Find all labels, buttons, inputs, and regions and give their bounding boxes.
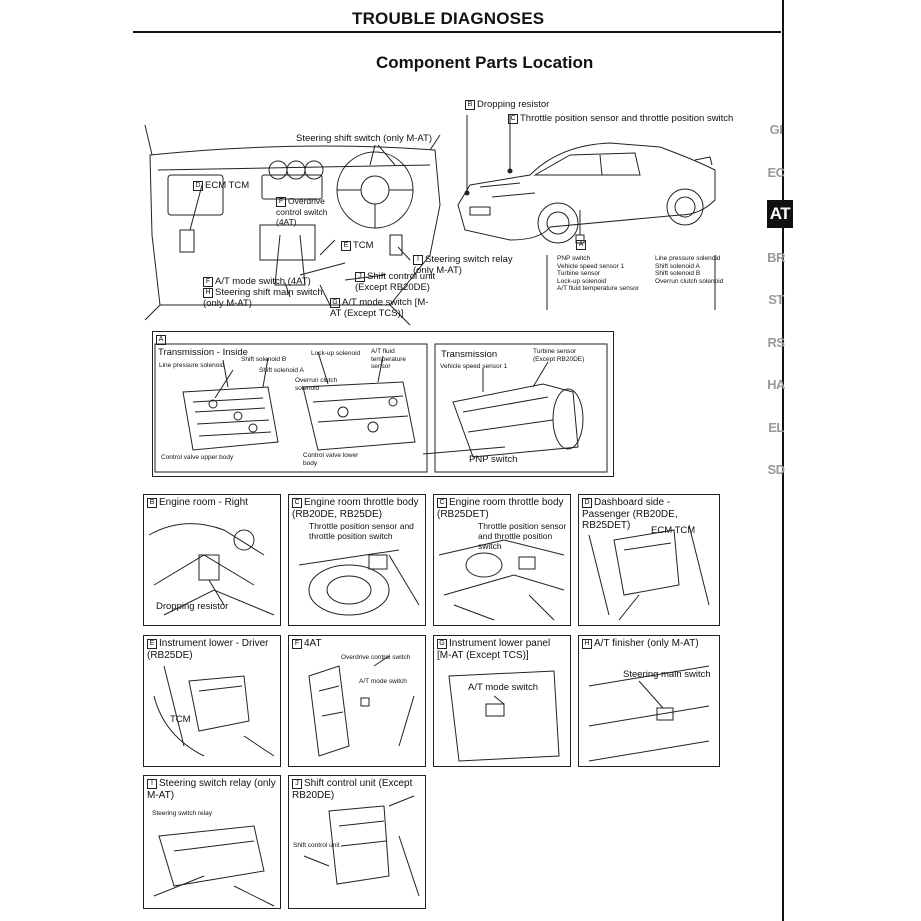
panel-c2-tps-label: Throttle position sensor and throttle po…: [478, 521, 567, 551]
transmission-inside-title: Transmission - Inside: [158, 347, 248, 358]
at-fluid-temp-sensor-label: A/T fluid temperature sensor: [371, 348, 407, 370]
control-valve-lower-label: Control valve lower body: [303, 452, 359, 467]
tab-rs[interactable]: RS: [767, 335, 785, 350]
panel-i-relay-label: Steering switch relay: [152, 810, 212, 817]
car-illustration: [457, 115, 716, 244]
header-rule: [133, 31, 781, 33]
shift-solenoid-a-label: Shift solenoid A: [259, 367, 304, 374]
shift-solenoid-b-label: Shift solenoid B: [241, 356, 287, 363]
panel-d-ecm-tcm: ECM TCM: [651, 525, 696, 536]
tab-br[interactable]: BR: [767, 250, 785, 265]
tab-sd[interactable]: SD: [767, 462, 785, 477]
panel-e-tcm: TCM: [170, 714, 191, 725]
pnp-switch-label: PNP switch: [469, 454, 518, 465]
lockup-solenoid-label: Lock-up solenoid: [311, 350, 361, 357]
panel-c1-tps-label: Throttle position sensor and throttle po…: [309, 521, 414, 541]
overview-letter-a: A: [576, 239, 588, 250]
tab-ec[interactable]: EC: [767, 165, 785, 180]
tab-gi[interactable]: GI: [769, 122, 783, 137]
overrun-clutch-solenoid-label: Overrun clutch solenoid: [295, 377, 338, 392]
dashboard-outline: [149, 145, 441, 306]
overview-illustration: [144, 115, 716, 326]
panel-h-steering-main-label: Steering main switch: [623, 669, 711, 680]
control-valve-upper-label: Control valve upper body: [161, 454, 234, 461]
panel-a-letter: A: [156, 334, 168, 346]
panel-g-at-mode-label: A/T mode switch: [468, 682, 539, 693]
tab-at-active[interactable]: AT: [767, 200, 793, 228]
panel-j-shift-control-label: Shift control unit: [293, 842, 340, 849]
panel-f-overdrive-label: Overdrive control switch: [341, 654, 411, 661]
panel-a-transmission: A Transmission - Inside Shift solenoid B…: [152, 331, 614, 477]
panel-f-at-mode-label: A/T mode switch: [359, 678, 407, 685]
steering-shift-switch-label: Steering shift switch (only M-AT): [296, 133, 433, 144]
vehicle-speed-sensor-label: Vehicle speed sensor 1: [440, 363, 508, 370]
section-title: Component Parts Location: [376, 53, 594, 72]
tab-el[interactable]: EL: [768, 420, 784, 435]
ecm-box-shape: [179, 229, 195, 253]
line-pressure-solenoid-label: Line pressure solenoid: [159, 362, 225, 369]
panel-b-dropping-resistor: Dropping resistor: [156, 601, 229, 612]
tab-ha[interactable]: HA: [767, 377, 785, 392]
page-header-title: TROUBLE DIAGNOSES: [352, 9, 545, 28]
right-margin-rule: [782, 0, 784, 921]
panel-a-drawing: [154, 343, 608, 473]
turbine-sensor-label: Turbine sensor (Except RB20DE): [533, 348, 585, 363]
transmission-title: Transmission: [441, 349, 498, 360]
tab-st[interactable]: ST: [768, 292, 784, 307]
